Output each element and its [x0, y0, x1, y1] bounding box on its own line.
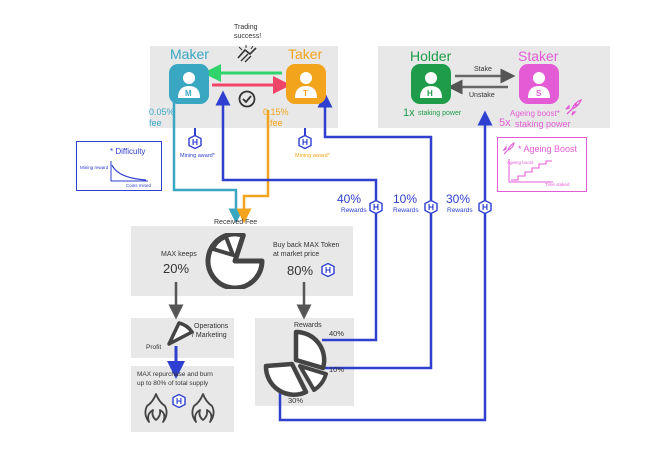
- staker-title: Staker: [518, 48, 559, 64]
- maker-title: Maker: [170, 46, 209, 62]
- taker-fee-rate: 0.15%: [263, 107, 289, 117]
- rocket-icon: [565, 98, 583, 116]
- maker-user-icon: [178, 72, 200, 98]
- unstake-label: Unstake: [469, 92, 495, 99]
- holder-user-icon: [420, 72, 442, 98]
- trading-success-text-1: Trading: [234, 24, 258, 31]
- ageing-title: * Ageing Boost: [518, 144, 578, 154]
- reward-10-token-icon: [424, 200, 438, 214]
- burn-token-icon: [172, 394, 186, 408]
- maker-fee-line: [172, 100, 244, 224]
- reward-line-staker: [278, 110, 493, 422]
- holder-avatar: H: [411, 64, 451, 104]
- buyback-line-2: at market price: [273, 251, 320, 258]
- rewards-box-title: Rewards: [294, 322, 322, 329]
- ageing-rocket-icon: [502, 142, 515, 155]
- burn-line-2: up to 80% of total supply: [137, 380, 209, 387]
- rewards-slice-10: 10%: [329, 365, 345, 374]
- staker-ageing-line: Ageing boost*: [510, 109, 560, 118]
- buyback-pct: 80%: [287, 263, 314, 278]
- handshake-icon: [237, 45, 257, 63]
- taker-user-icon: [295, 72, 317, 98]
- profit-label: Profit: [146, 344, 162, 351]
- staker-avatar-letter: S: [536, 89, 542, 98]
- ageing-step-curve: [508, 159, 553, 183]
- taker-title: Taker: [288, 46, 323, 62]
- check-circle-icon: [238, 90, 256, 108]
- reward-10-label: Rewards: [393, 207, 419, 214]
- flame-icon-left: [144, 393, 168, 423]
- difficulty-x-label: Coins mined: [126, 183, 152, 188]
- stake-label: Stake: [474, 66, 492, 73]
- difficulty-title: * Difficulty: [110, 147, 146, 156]
- maker-mining-award: Mining award*: [180, 153, 215, 159]
- reward-40-pct: 40%: [337, 192, 362, 206]
- staker-power-multiplier: 5x: [499, 117, 511, 129]
- difficulty-box: [76, 141, 162, 191]
- difficulty-y-label: Mining reward: [80, 165, 109, 170]
- received-fee-label: Received Fee: [214, 219, 258, 226]
- buyback-line-1: Buy back MAX Token: [273, 242, 340, 249]
- ageing-x-label: Time staked: [545, 182, 570, 187]
- taker-fee-label: fee: [270, 118, 283, 128]
- taker-avatar-letter: T: [303, 89, 308, 98]
- taker-fee-line: [236, 110, 270, 224]
- maker-avatar: M: [169, 64, 209, 104]
- profit-pie-slice: [167, 321, 194, 346]
- reward-30-label: Rewards: [447, 207, 473, 214]
- maker-fee-rate: 0.05%: [149, 107, 175, 117]
- trading-success-text-2: success!: [234, 33, 262, 40]
- max-keeps-pct: 20%: [163, 261, 190, 276]
- maker-award-token-icon: [188, 135, 202, 149]
- holder-power-label: staking power: [418, 110, 462, 117]
- ageing-y-label: Ageing boost: [507, 160, 534, 165]
- staker-avatar: S: [519, 64, 559, 104]
- reward-40-label: Rewards: [341, 207, 367, 214]
- holder-title: Holder: [410, 48, 452, 64]
- difficulty-curve: [110, 161, 148, 182]
- buyback-token-icon: [321, 263, 335, 277]
- taker-avatar: T: [286, 64, 326, 104]
- operations-line-2: / Marketing: [192, 332, 227, 339]
- reward-30-pct: 30%: [446, 192, 471, 206]
- maker-fee-label: fee: [149, 118, 162, 128]
- reward-line-taker: [317, 92, 433, 370]
- rewards-slice-40: 40%: [329, 329, 345, 338]
- reward-40-token-icon: [369, 200, 383, 214]
- holder-power-multiplier: 1x: [403, 107, 415, 119]
- flame-icon-right: [191, 393, 215, 423]
- rewards-slice-30: 30%: [288, 396, 304, 405]
- max-keeps-label: MAX keeps: [161, 251, 197, 258]
- maker-avatar-letter: M: [185, 89, 192, 98]
- staker-user-icon: [528, 72, 550, 98]
- operations-line-1: Operations: [194, 323, 229, 330]
- rewards-pie: [263, 329, 328, 397]
- reward-30-token-icon: [478, 200, 492, 214]
- taker-award-token-icon: [298, 135, 312, 149]
- fee-split-pie: [205, 233, 265, 289]
- taker-mining-award: Mining award*: [295, 153, 330, 159]
- holder-avatar-letter: H: [427, 89, 433, 98]
- staker-power-label: staking power: [515, 119, 571, 129]
- reward-10-pct: 10%: [393, 192, 418, 206]
- reward-line-maker: [215, 90, 378, 342]
- burn-line-1: MAX repurchase and burn: [137, 371, 213, 378]
